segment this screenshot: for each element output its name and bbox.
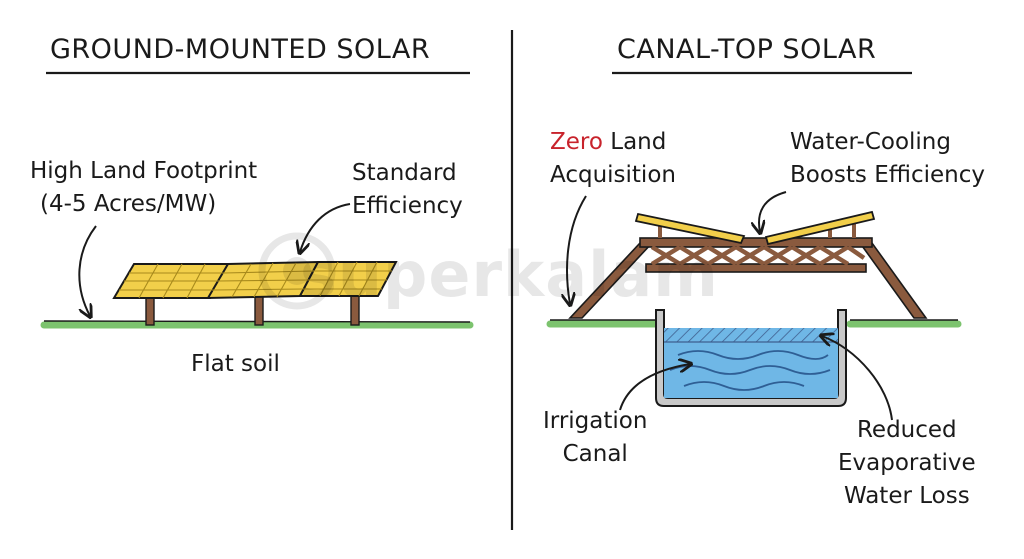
cooling-label: Water-Cooling Boosts Efficiency	[790, 129, 986, 188]
left-title: GROUND-MOUNTED SOLAR	[50, 34, 431, 65]
footprint-label: High Land Footprint (4-5 Acres/MW)	[30, 158, 258, 217]
efficiency-arrow	[300, 203, 351, 252]
evaporation-arrow	[822, 336, 893, 421]
truss-structure	[568, 237, 928, 319]
panel-grid-lines	[119, 261, 392, 299]
evaporation-label: Reduced Evaporative Water Loss	[838, 417, 976, 509]
canal-solar-panels	[634, 210, 876, 246]
truss-webbing	[650, 245, 866, 266]
soil-label: Flat soil	[191, 351, 280, 377]
efficiency-label: Standard Efficiency	[352, 160, 463, 219]
shaded-water-layer	[664, 328, 838, 342]
canal-arrow	[619, 364, 690, 411]
zero-land-label: Zero Land Acquisition	[550, 129, 676, 188]
watermark-logo-icon	[258, 232, 336, 310]
zero-land-arrow	[567, 195, 587, 304]
canal-label: Irrigation Canal	[543, 408, 648, 467]
right-title: CANAL-TOP SOLAR	[617, 34, 877, 65]
cooling-arrow	[759, 191, 787, 232]
footprint-arrow	[78, 225, 97, 316]
water-waves	[669, 350, 831, 391]
watermark-text: superkalam	[300, 238, 719, 311]
